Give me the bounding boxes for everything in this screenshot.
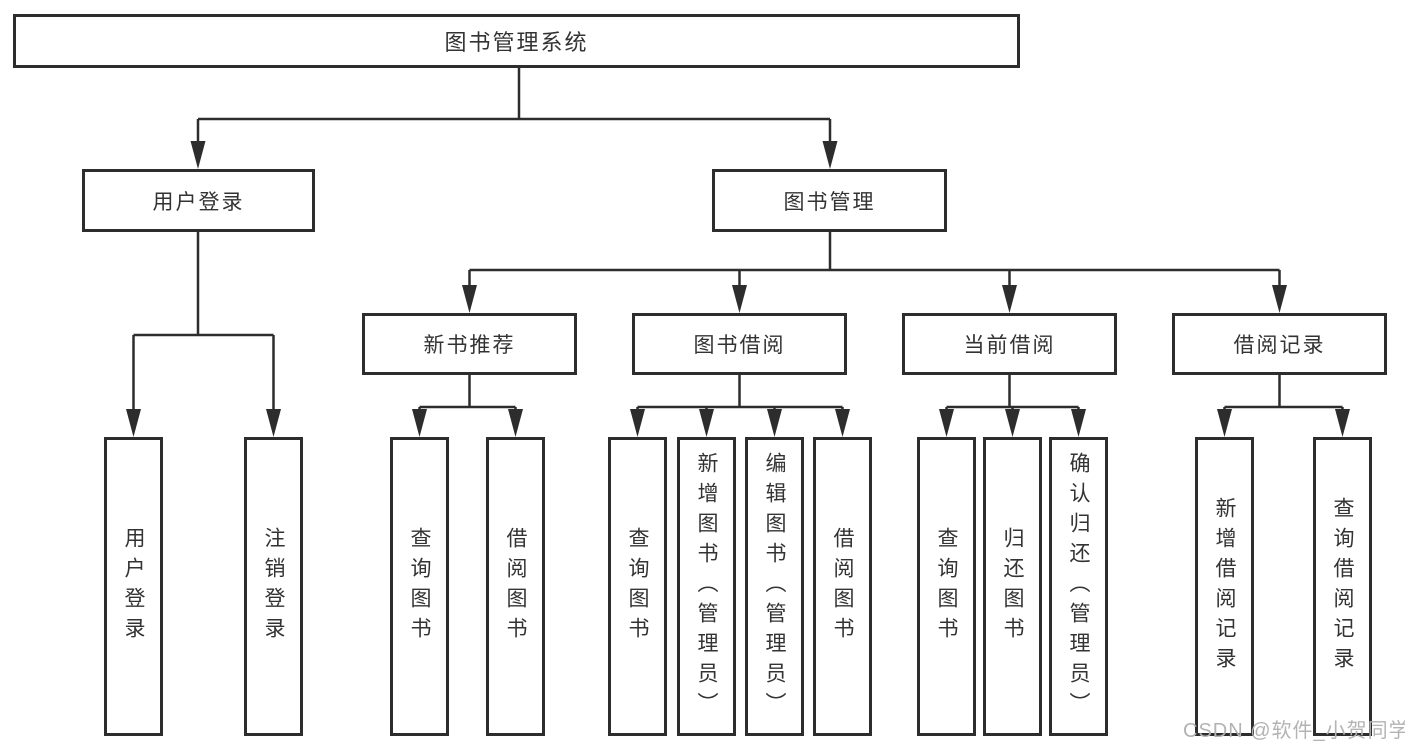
node-label: 归还图书: [1001, 526, 1024, 647]
node-leaf-edit-books-admin: 编辑图书（管理员）: [745, 437, 804, 736]
node-root-label: 图书管理系统: [444, 30, 589, 55]
tree-edges: [132, 68, 1344, 430]
node-current-borrow: 当前借阅: [902, 313, 1117, 375]
node-leaf-return-books: 归还图书: [983, 437, 1042, 736]
node-leaf-query-books-current: 查询图书: [917, 437, 976, 736]
arrowheads: [126, 141, 1350, 437]
csdn-watermark: CSDN @软件_小贺同学: [1183, 720, 1405, 742]
node-book-management: 图书管理: [712, 169, 947, 232]
node-label: 注销登录: [262, 526, 285, 647]
node-leaf-borrow-books-recommend: 借阅图书: [486, 437, 545, 736]
node-label: 编辑图书（管理员）: [763, 451, 786, 722]
node-leaf-borrow-books: 借阅图书: [813, 437, 872, 736]
node-leaf-add-borrow-record: 新增借阅记录: [1195, 437, 1254, 736]
node-label: 新增借阅记录: [1213, 496, 1236, 677]
node-leaf-query-books-recommend: 查询图书: [390, 437, 449, 736]
node-borrow-record: 借阅记录: [1172, 313, 1387, 375]
node-leaf-query-borrow-record: 查询借阅记录: [1313, 437, 1372, 736]
node-label: 查询图书: [408, 526, 431, 647]
node-label: 当前借阅: [963, 334, 1056, 357]
node-leaf-query-books-borrow: 查询图书: [608, 437, 667, 736]
node-label: 用户登录: [152, 190, 245, 214]
node-label: 新增图书（管理员）: [695, 451, 718, 722]
node-leaf-add-books-admin: 新增图书（管理员）: [677, 437, 736, 736]
node-label: 查询图书: [626, 526, 649, 647]
node-leaf-user-login: 用户登录: [104, 437, 163, 736]
node-label: 借阅图书: [504, 526, 527, 647]
node-new-book-recommend: 新书推荐: [362, 313, 577, 375]
node-leaf-confirm-return-admin: 确认归还（管理员）: [1049, 437, 1108, 736]
node-label: 图书借阅: [693, 334, 786, 357]
node-label: 确认归还（管理员）: [1067, 451, 1090, 722]
node-label: 图书管理: [783, 190, 876, 214]
node-book-borrow: 图书借阅: [632, 313, 847, 375]
node-label: 用户登录: [122, 526, 145, 647]
node-label: 借阅图书: [831, 526, 854, 647]
node-label: 新书推荐: [423, 334, 516, 357]
node-user-login-branch: 用户登录: [82, 169, 315, 232]
node-label: 查询借阅记录: [1331, 496, 1354, 677]
node-label: 借阅记录: [1233, 334, 1326, 357]
node-leaf-logout: 注销登录: [244, 437, 303, 736]
node-root: 图书管理系统: [13, 14, 1020, 68]
node-label: 查询图书: [935, 526, 958, 647]
